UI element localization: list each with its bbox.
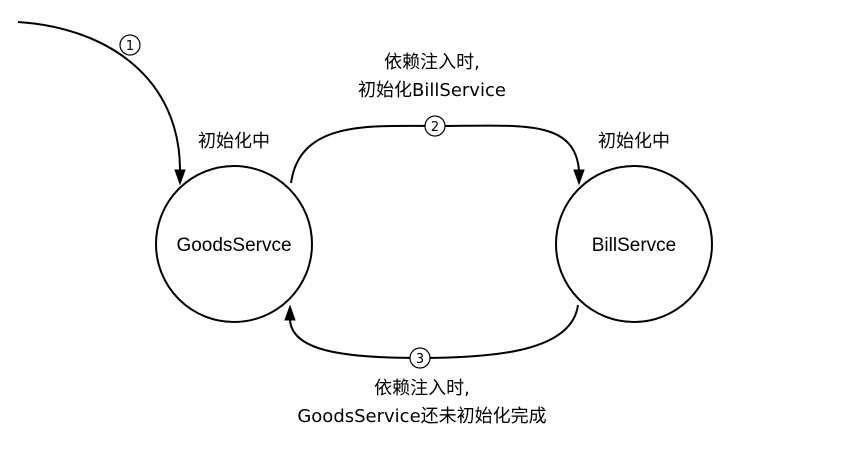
step-3-number: 3	[416, 352, 424, 367]
goods-service-label: GoodsServce	[176, 235, 291, 256]
goods-service-state-caption: 初始化中	[198, 131, 270, 152]
step-2-caption-line2: 初始化BillService	[358, 80, 506, 101]
edge-entry-arrow	[17, 21, 181, 171]
step-3-caption-line2: GoodsService还未初始化完成	[297, 406, 546, 427]
step-1-number: 1	[126, 39, 134, 54]
step-2-marker	[424, 115, 446, 137]
edge-entry-arrowhead	[174, 169, 186, 186]
step-3-caption-line1: 依赖注入时,	[374, 378, 470, 399]
bill-service-state-caption: 初始化中	[598, 131, 670, 152]
bill-service-label: BillServce	[592, 235, 676, 256]
goods-service-node	[155, 165, 313, 323]
bill-service-node	[555, 165, 713, 323]
step-2-caption-line1: 依赖注入时,	[384, 52, 480, 73]
edge-bill-to-goods-arrowhead	[284, 304, 296, 321]
step-1-marker	[119, 34, 141, 56]
step-2-number: 2	[431, 120, 439, 135]
edge-goods-to-bill-arrowhead	[573, 169, 585, 186]
step-3-marker	[409, 347, 431, 369]
edge-bill-to-goods	[289, 304, 579, 360]
